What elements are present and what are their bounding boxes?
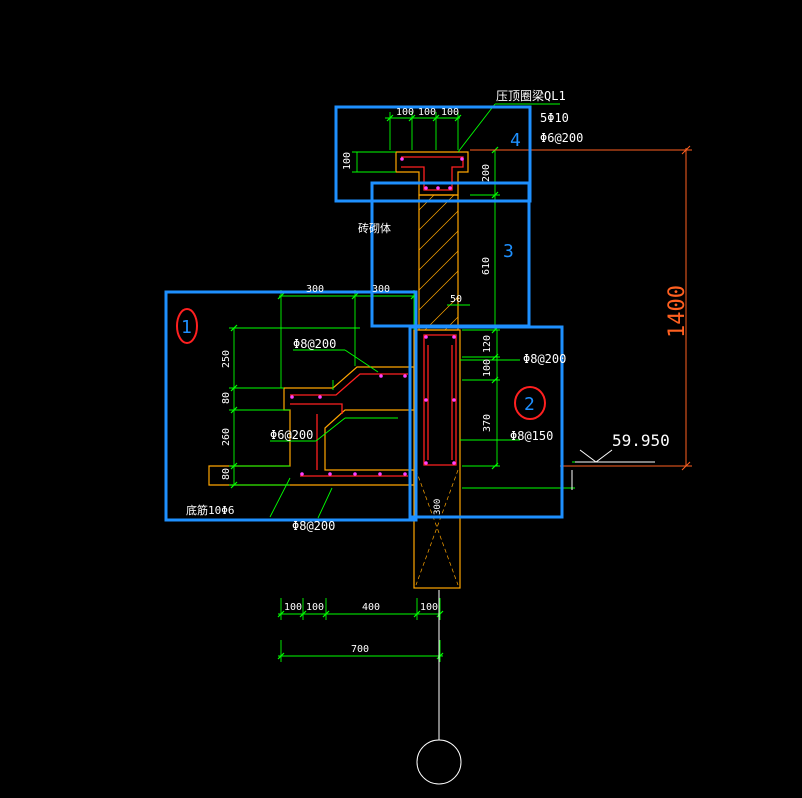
slab-dist-bar-label: Φ6@200 <box>270 428 313 442</box>
rebar-dots <box>290 157 464 476</box>
axis-bubble <box>416 739 462 785</box>
beam-name-label: 压顶圈梁QL1 <box>496 88 566 103</box>
dim-v-610: 610 <box>481 257 492 275</box>
column-bar-label-2: Φ8@150 <box>510 429 553 443</box>
dim-bot-400: 400 <box>362 602 380 613</box>
marker-4: 4 <box>510 130 521 151</box>
highlight-box-4 <box>334 105 532 203</box>
dim-v-80b: 80 <box>221 468 232 480</box>
dim-h-300b: 300 <box>372 284 390 295</box>
dim-total-700: 700 <box>351 644 369 655</box>
beam-stirrup-label: Φ6@200 <box>540 131 583 145</box>
dim-v-50: 50 <box>450 294 462 305</box>
dim-h-300a: 300 <box>306 284 324 295</box>
dim-bot-100a: 100 <box>284 602 302 613</box>
concrete-outline <box>208 151 469 589</box>
masonry-label: 砖砌体 <box>358 221 391 235</box>
dim-top-100c: 100 <box>441 107 459 118</box>
dimension-lines <box>229 103 655 662</box>
highlight-box-2 <box>408 325 564 519</box>
elevation-label: 59.950 <box>612 431 670 450</box>
bottom-bar-label: Φ8@200 <box>292 519 335 533</box>
dim-v-120: 120 <box>482 335 493 353</box>
red-circles <box>176 308 546 420</box>
bottom-note-label: 底筋10Φ6 <box>186 503 235 517</box>
dimension-ticks <box>230 114 499 660</box>
dim-right-200: 200 <box>481 164 492 182</box>
slab-top-bar-label: Φ8@200 <box>293 337 336 351</box>
dim-v-80a: 80 <box>221 392 232 404</box>
dim-bot-100c: 100 <box>420 602 438 613</box>
elevation-symbol <box>571 449 655 490</box>
beam-top-bar-label: 5Φ10 <box>540 111 569 125</box>
dim-top-100a: 100 <box>396 107 414 118</box>
overall-dimension <box>470 145 692 471</box>
dim-mark-300: 300 <box>433 499 443 515</box>
column-cross <box>415 469 459 586</box>
dim-v-250: 250 <box>221 350 232 368</box>
masonry-hatch <box>418 194 459 331</box>
dim-v-260: 260 <box>221 428 232 446</box>
dim-left-100: 100 <box>342 152 353 170</box>
axis-grid-line <box>416 590 462 785</box>
dim-v-100: 100 <box>482 359 493 377</box>
highlight-boxes <box>164 105 564 522</box>
marker-1: 1 <box>181 317 192 338</box>
highlight-box-1 <box>164 290 418 522</box>
dim-bot-100b: 100 <box>306 602 324 613</box>
dim-v-370: 370 <box>482 414 493 432</box>
marker-3: 3 <box>503 241 514 262</box>
column-bar-label-1: Φ8@200 <box>523 352 566 366</box>
rebar <box>290 156 464 477</box>
marker-2: 2 <box>524 394 535 415</box>
dim-overall-1400: 1400 <box>665 285 690 338</box>
dim-top-100b: 100 <box>418 107 436 118</box>
